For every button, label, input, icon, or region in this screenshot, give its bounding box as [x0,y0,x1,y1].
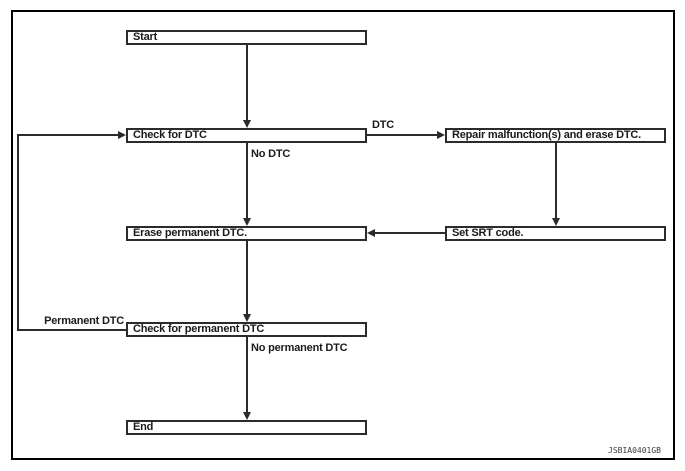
diagram-border [11,10,675,460]
connector-repair-to-set-srt [555,143,557,218]
arrowhead-into-check-permanent-top [243,314,251,322]
connector-set-srt-to-erase [375,232,445,234]
node-set-srt-code: Set SRT code. [445,226,666,241]
arrowhead-into-check-dtc-top [243,120,251,128]
node-start: Start [126,30,367,45]
edge-label-no-permanent-dtc: No permanent DTC [251,342,348,354]
feedback-loop-vertical-segment [17,134,19,331]
feedback-loop-bottom-segment [17,329,126,331]
connector-check-dtc-to-erase [246,143,248,218]
node-end: End [126,420,367,435]
connector-check-permanent-to-end [246,337,248,412]
figure-code: JSBIA0401GB [608,446,661,455]
arrowhead-into-end-top [243,412,251,420]
connector-start-to-check-dtc [246,45,248,121]
node-repair-and-erase-dtc: Repair malfunction(s) and erase DTC. [445,128,666,143]
node-check-permanent-dtc: Check for permanent DTC [126,322,367,337]
connector-erase-to-check-permanent [246,241,248,314]
arrowhead-into-set-srt-top [552,218,560,226]
edge-label-permanent-dtc: Permanent DTC [44,315,124,327]
edge-label-no-dtc: No DTC [251,148,291,160]
node-check-for-dtc: Check for DTC [126,128,367,143]
arrowhead-into-repair-box [437,131,445,139]
arrowhead-into-erase-permanent-right [367,229,375,237]
arrowhead-into-check-dtc-left [118,131,126,139]
edge-label-dtc: DTC [372,119,395,131]
connector-check-dtc-to-repair [367,134,437,136]
node-erase-permanent-dtc: Erase permanent DTC. [126,226,367,241]
arrowhead-into-erase-permanent-top [243,218,251,226]
feedback-loop-top-segment [17,134,118,136]
